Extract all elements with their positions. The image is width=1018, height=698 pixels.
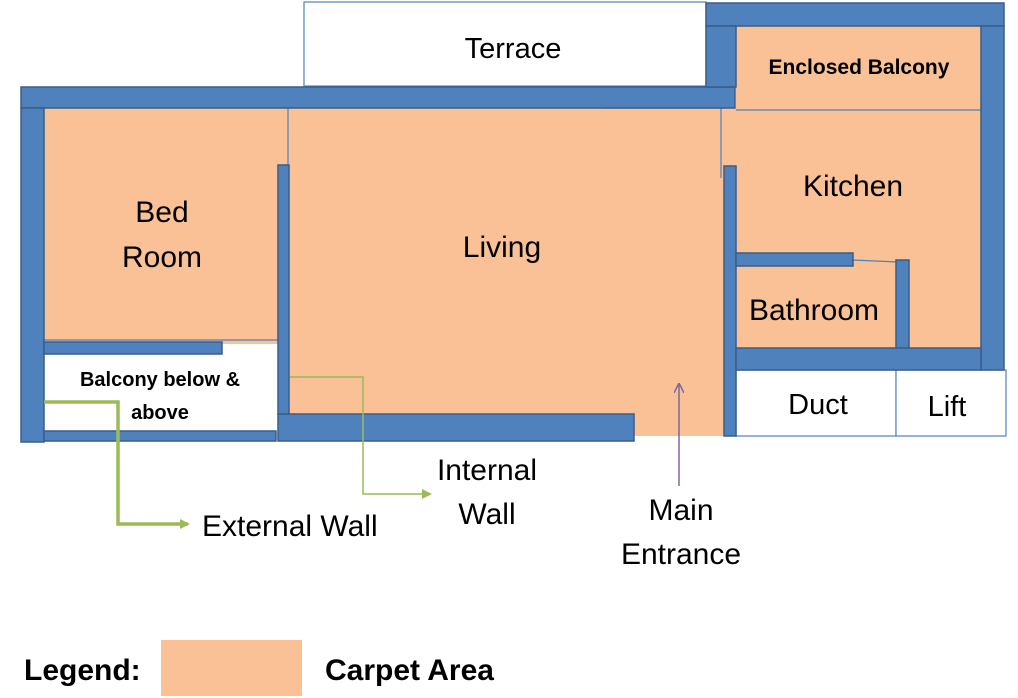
top-external-wall bbox=[20, 86, 736, 109]
walls bbox=[20, 2, 1005, 443]
left-external-wall bbox=[20, 107, 45, 443]
enclosed-balcony-top-wall bbox=[705, 2, 1005, 27]
annotation-arrows bbox=[44, 376, 679, 529]
legend: Legend: Carpet Area bbox=[24, 640, 494, 696]
annotation-labels: External Wall Internal Wall Main Entranc… bbox=[202, 454, 741, 571]
bathroom-label: Bathroom bbox=[749, 294, 879, 327]
right-external-wall bbox=[980, 25, 1005, 371]
bathroom-bottom-wall bbox=[735, 347, 982, 371]
legend-label: Legend: bbox=[24, 654, 141, 687]
terrace-area bbox=[303, 1, 707, 87]
external-wall-arrow bbox=[44, 400, 190, 529]
bed-room-area bbox=[44, 108, 278, 344]
internal-wall-arrow bbox=[290, 376, 432, 499]
balcony-label-line2: above bbox=[131, 402, 189, 424]
carpet-areas bbox=[44, 26, 981, 436]
bed-living-internal-wall bbox=[277, 164, 290, 415]
thin-lines bbox=[44, 107, 981, 341]
kitchen-living-internal-wall bbox=[723, 165, 737, 437]
balcony-top-wall bbox=[43, 341, 223, 355]
enclosed-balcony-label: Enclosed Balcony bbox=[769, 56, 950, 79]
bathroom-top-wall bbox=[735, 252, 854, 267]
lift-label: Lift bbox=[928, 391, 967, 423]
room-labels: Terrace Enclosed Balcony Bed Room Living… bbox=[80, 33, 966, 424]
enclosed-balcony-area bbox=[736, 26, 981, 110]
kitchen-label: Kitchen bbox=[803, 170, 903, 203]
main-entrance-label-line2: Entrance bbox=[621, 538, 741, 571]
legend-carpet-area-label: Carpet Area bbox=[325, 654, 494, 687]
lift-area bbox=[895, 369, 1007, 437]
terrace-label: Terrace bbox=[465, 33, 562, 65]
enclosed-balcony-left-wall bbox=[705, 25, 737, 88]
kitchen-area bbox=[724, 108, 981, 352]
balcony-label-line1: Balcony below & bbox=[80, 369, 240, 391]
bathroom-right-wall bbox=[895, 259, 910, 349]
bed-room-label-line1: Bed bbox=[135, 196, 188, 229]
balcony-below-area bbox=[44, 344, 278, 432]
external-wall-label: External Wall bbox=[202, 510, 378, 543]
legend-carpet-swatch bbox=[161, 640, 302, 696]
living-bottom-wall bbox=[277, 413, 635, 442]
internal-wall-label-line2: Wall bbox=[458, 498, 515, 531]
bathroom-top-line bbox=[851, 259, 899, 263]
non-carpet-areas bbox=[44, 1, 1007, 437]
balcony-bottom-wall bbox=[43, 430, 277, 442]
bed-room-label-line2: Room bbox=[122, 241, 202, 274]
main-entrance-label-line1: Main bbox=[648, 494, 713, 527]
duct-label: Duct bbox=[788, 389, 848, 421]
internal-wall-label-line1: Internal bbox=[437, 454, 537, 487]
living-area bbox=[278, 108, 724, 436]
living-label: Living bbox=[463, 231, 541, 264]
